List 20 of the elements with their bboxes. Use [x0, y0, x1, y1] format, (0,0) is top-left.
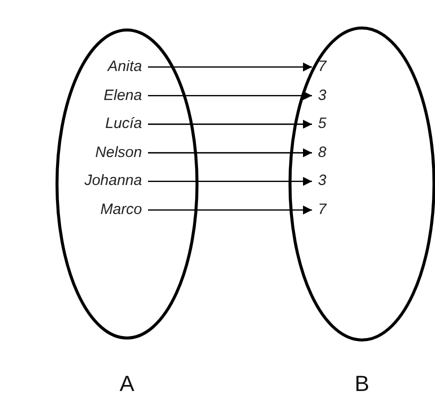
number-label: 5	[318, 115, 326, 134]
name-label: Elena	[104, 86, 142, 105]
number-label: 3	[318, 86, 326, 105]
name-label: Lucía	[105, 115, 142, 134]
set-label: B	[354, 371, 370, 397]
arrow	[148, 206, 312, 214]
name-label: Nelson	[95, 144, 142, 162]
arrow	[148, 148, 312, 158]
name-label: Johanna	[84, 172, 142, 190]
number-label: 8	[318, 144, 326, 162]
number-label: 7	[318, 201, 326, 219]
arrow	[148, 120, 312, 129]
number-label: 3	[318, 172, 326, 190]
name-label: Marco	[100, 201, 142, 219]
arrow	[148, 62, 312, 72]
number-label: 7	[318, 58, 326, 76]
arrow	[148, 91, 312, 100]
name-label: Anita	[108, 58, 142, 76]
set-label: A	[118, 371, 136, 397]
arrow	[148, 176, 312, 186]
